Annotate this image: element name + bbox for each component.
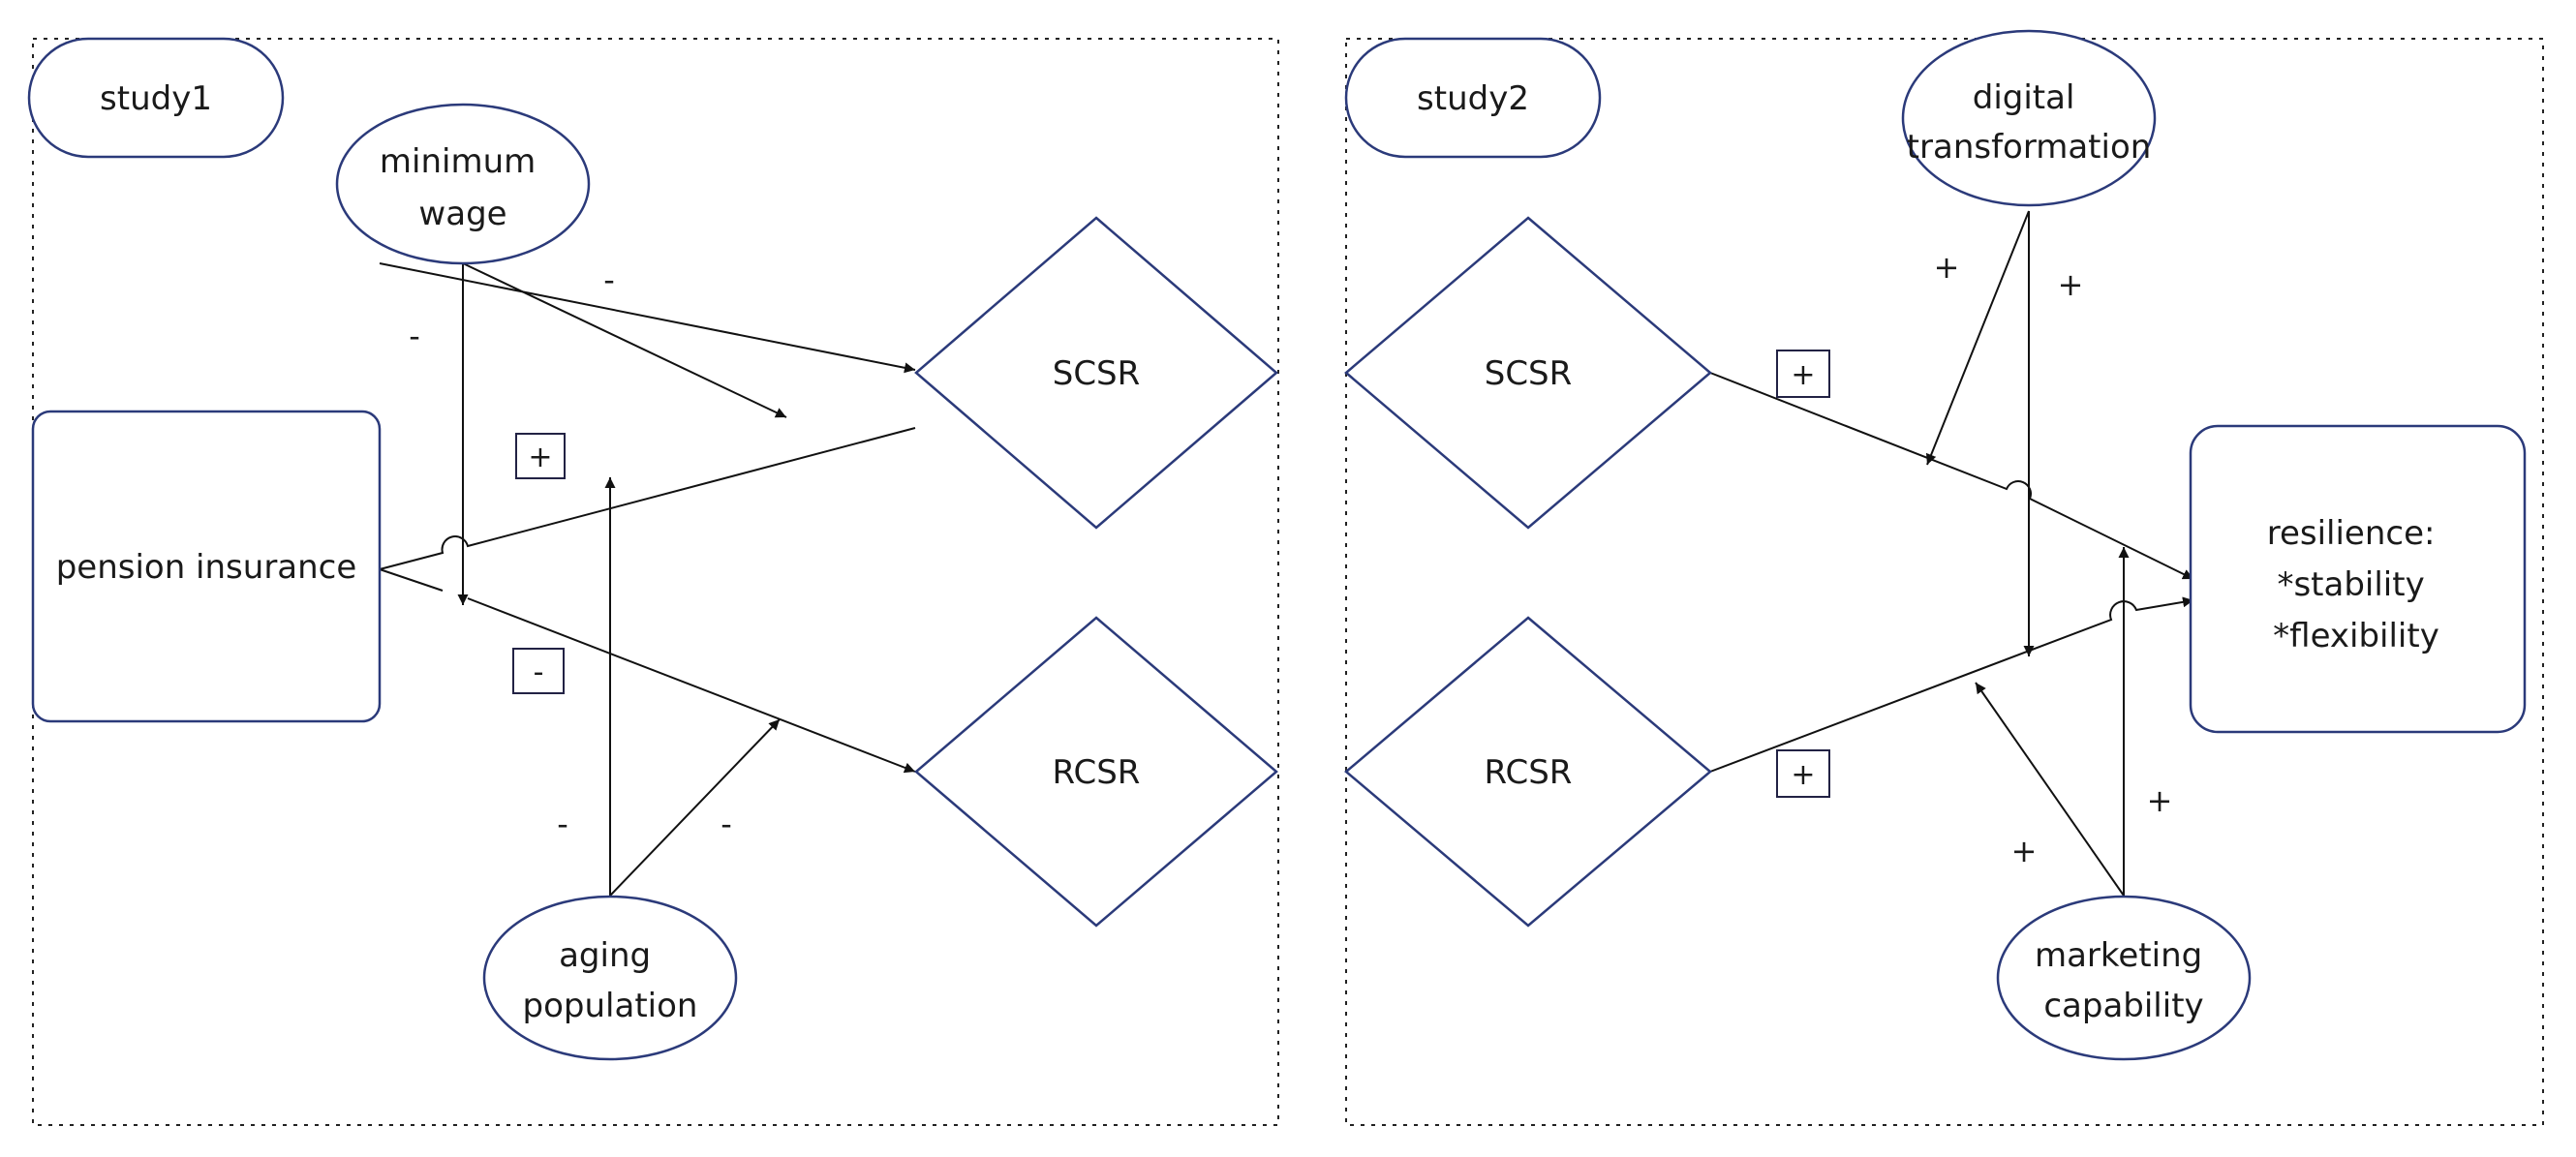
marketing-capability-label: marketing capability [2035, 936, 2213, 1025]
rcsr-node-study2 [1344, 616, 1712, 928]
sign-box-upper-study1-text: + [528, 441, 552, 474]
resilience-node [2189, 424, 2527, 734]
edge-pension-to-scsr-line [379, 427, 916, 570]
sign-aging-to-lower: - [721, 806, 732, 842]
scsr-node-study2 [1344, 216, 1712, 530]
rcsr-node-study1 [914, 616, 1278, 928]
resilience-label: resilience: *stability *flexibility [2267, 514, 2446, 655]
sign-box-upper-study2-text: + [1791, 358, 1815, 392]
pension-insurance-label: pension insurance [56, 548, 357, 587]
sign-box-lower-study1-text: - [534, 655, 544, 689]
sign-box-lower-study2 [1776, 749, 1830, 798]
study2-frame [1345, 38, 2544, 1126]
minimum-wage-label: minimum wage [380, 142, 546, 233]
sign-digital-to-upper: + [1934, 249, 1960, 286]
aging-population-label: aging population [523, 936, 698, 1025]
study2-panel: study2 digital transformation SCSR RCSR … [1344, 29, 2544, 1126]
study1-label: study1 [100, 79, 212, 118]
rcsr-label-study1: RCSR [1053, 753, 1141, 792]
rcsr-label-study2: RCSR [1485, 753, 1573, 792]
edge-digital-to-upper [1925, 210, 2030, 466]
marketing-capability-node [1996, 895, 2252, 1061]
edge-aging-to-lower [609, 718, 781, 897]
digital-transformation-label: digital transformation [1907, 78, 2152, 167]
study2-label-node [1344, 37, 1602, 159]
sign-box-upper-study2 [1776, 350, 1830, 398]
study1-frame [32, 38, 1279, 1126]
sign-box-lower-study1 [512, 648, 565, 694]
study1-panel: study1 minimum wage pension insurance SC… [27, 37, 1279, 1126]
scsr-label-study1: SCSR [1053, 354, 1141, 393]
edge-pension-to-scsr [379, 262, 916, 374]
edge-wage-to-upper [462, 262, 787, 418]
sign-wage-to-upper: - [603, 261, 615, 298]
scsr-node-study1 [914, 216, 1278, 530]
sign-wage-to-lower: - [409, 318, 420, 354]
edge-scsr-to-resilience [1709, 372, 2194, 580]
scsr-label-study2: SCSR [1485, 354, 1573, 393]
sign-digital-to-lower: + [2058, 266, 2084, 303]
edge-pension-to-rcsr [379, 568, 915, 772]
study1-label-node [27, 37, 285, 159]
digital-transformation-node [1901, 29, 2157, 207]
sign-box-upper-study1 [515, 433, 566, 479]
sign-marketing-to-upper: + [2147, 782, 2173, 819]
sign-aging-to-upper: - [557, 806, 568, 842]
aging-population-node [482, 895, 738, 1061]
pension-insurance-node [31, 410, 382, 723]
edge-rcsr-to-resilience [1709, 596, 2194, 773]
minimum-wage-node [335, 103, 591, 265]
edge-marketing-to-lower [1975, 682, 2125, 897]
study2-label: study2 [1417, 79, 1529, 118]
sign-box-lower-study2-text: + [1791, 758, 1815, 792]
sign-marketing-to-lower: + [2011, 833, 2038, 869]
